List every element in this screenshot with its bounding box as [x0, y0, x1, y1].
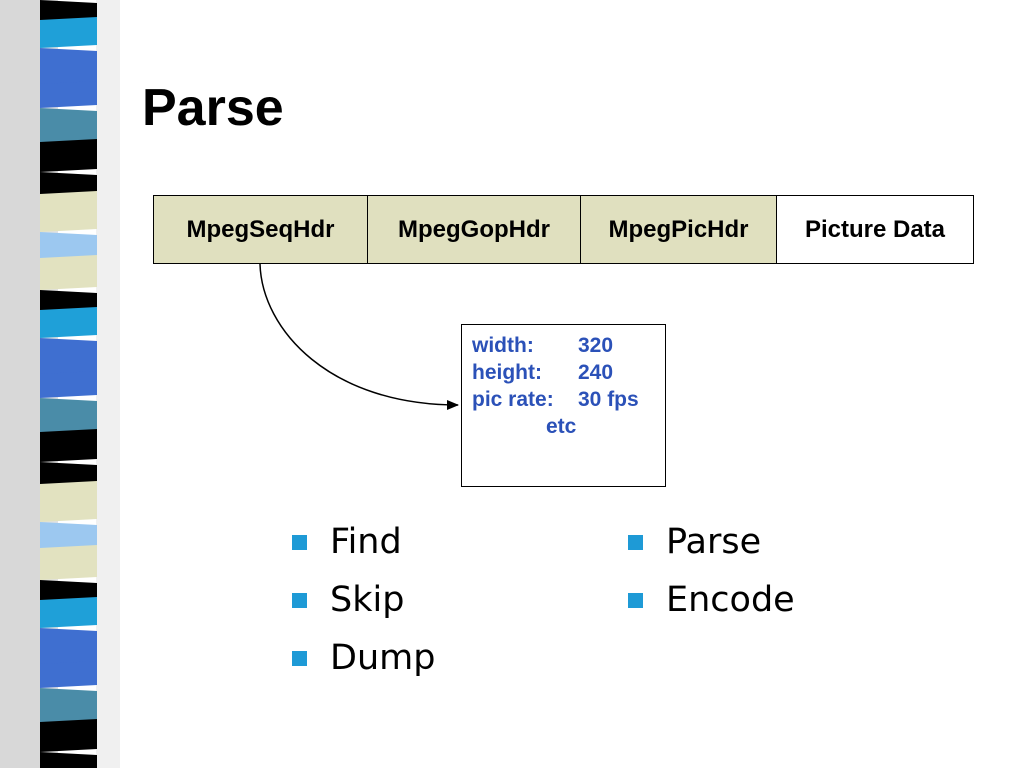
side-bar-stripe	[40, 752, 97, 768]
seq-header-info-box: width:320 height:240 pic rate:30 fps etc	[461, 324, 666, 487]
side-bar-stripe	[40, 191, 97, 232]
square-bullet-icon	[628, 534, 643, 550]
header-cell-gop: MpegGopHdr	[368, 196, 581, 263]
side-bar-stripe	[40, 481, 97, 522]
side-bar-stripe	[40, 371, 97, 398]
header-cell-seq: MpegSeqHdr	[154, 196, 368, 263]
side-bar-stripe	[40, 597, 97, 628]
side-bar-stripe	[40, 462, 97, 487]
side-bar-stripe	[40, 232, 97, 261]
bullet-list-left: Find Skip Dump	[292, 513, 435, 687]
square-bullet-icon	[628, 592, 643, 608]
info-pic-rate: pic rate:30 fps	[472, 388, 639, 411]
square-bullet-icon	[292, 534, 307, 550]
side-bar-stripe	[40, 429, 97, 462]
header-cell-picture-data: Picture Data	[777, 196, 973, 263]
side-bar-stripe	[40, 48, 97, 87]
bullet-list-right: Parse Encode	[628, 513, 795, 629]
bullet-item-encode: Encode	[628, 571, 795, 629]
square-bullet-icon	[292, 650, 307, 666]
side-bar-stripe	[40, 545, 97, 580]
side-bar-stripe	[40, 661, 97, 688]
side-bar-stripe	[40, 290, 97, 313]
side-bar-stripe	[40, 688, 97, 725]
square-bullet-icon	[292, 592, 307, 608]
side-bar-stripe	[40, 172, 97, 197]
bullet-item-skip: Skip	[292, 571, 435, 629]
bullet-item-find: Find	[292, 513, 435, 571]
side-bar-stripe	[40, 0, 97, 23]
side-bar-stripe	[40, 255, 97, 290]
side-bar-stripe	[40, 398, 97, 435]
side-bar-stripe	[40, 108, 97, 145]
header-cell-pic: MpegPicHdr	[581, 196, 777, 263]
decorative-side-bar	[0, 0, 120, 768]
side-bar-stripe	[40, 719, 97, 752]
side-bar-stripe	[40, 307, 97, 338]
slide-title: Parse	[142, 79, 284, 137]
side-bar-stripe	[40, 338, 97, 377]
side-bar-stripe	[40, 580, 97, 603]
side-bar-stripe	[40, 522, 97, 551]
mpeg-header-row: MpegSeqHdr MpegGopHdr MpegPicHdr Picture…	[153, 195, 974, 264]
info-height: height:240	[472, 361, 614, 384]
bullet-item-dump: Dump	[292, 629, 435, 687]
info-width: width:320	[472, 334, 614, 357]
side-bar-stripe	[40, 17, 97, 48]
info-etc: etc	[546, 415, 577, 438]
bullet-item-parse: Parse	[628, 513, 795, 571]
side-bar-stripe	[40, 81, 97, 108]
side-bar-stripe	[40, 628, 97, 667]
side-bar-stripe	[40, 139, 97, 172]
